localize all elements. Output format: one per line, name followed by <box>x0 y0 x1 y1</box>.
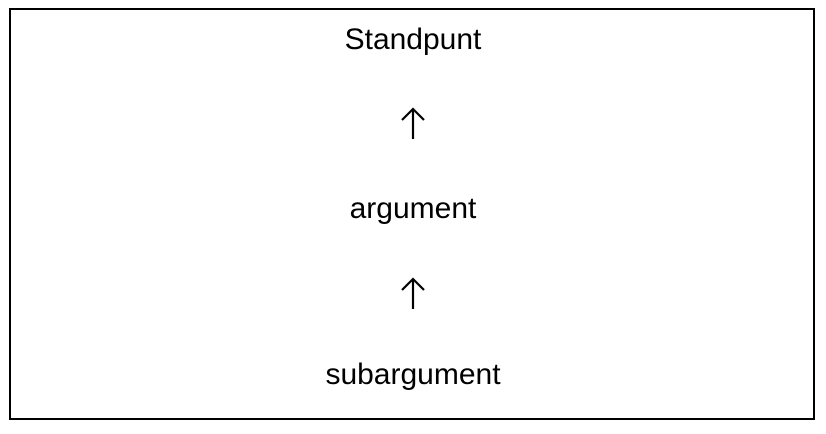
diagram-frame <box>9 8 815 420</box>
arrow-up-icon <box>400 276 426 310</box>
node-standpunt: Standpunt <box>344 23 482 56</box>
node-subargument: subargument <box>325 358 501 391</box>
node-argument: argument <box>349 192 477 225</box>
arrow-up-icon <box>400 106 426 140</box>
